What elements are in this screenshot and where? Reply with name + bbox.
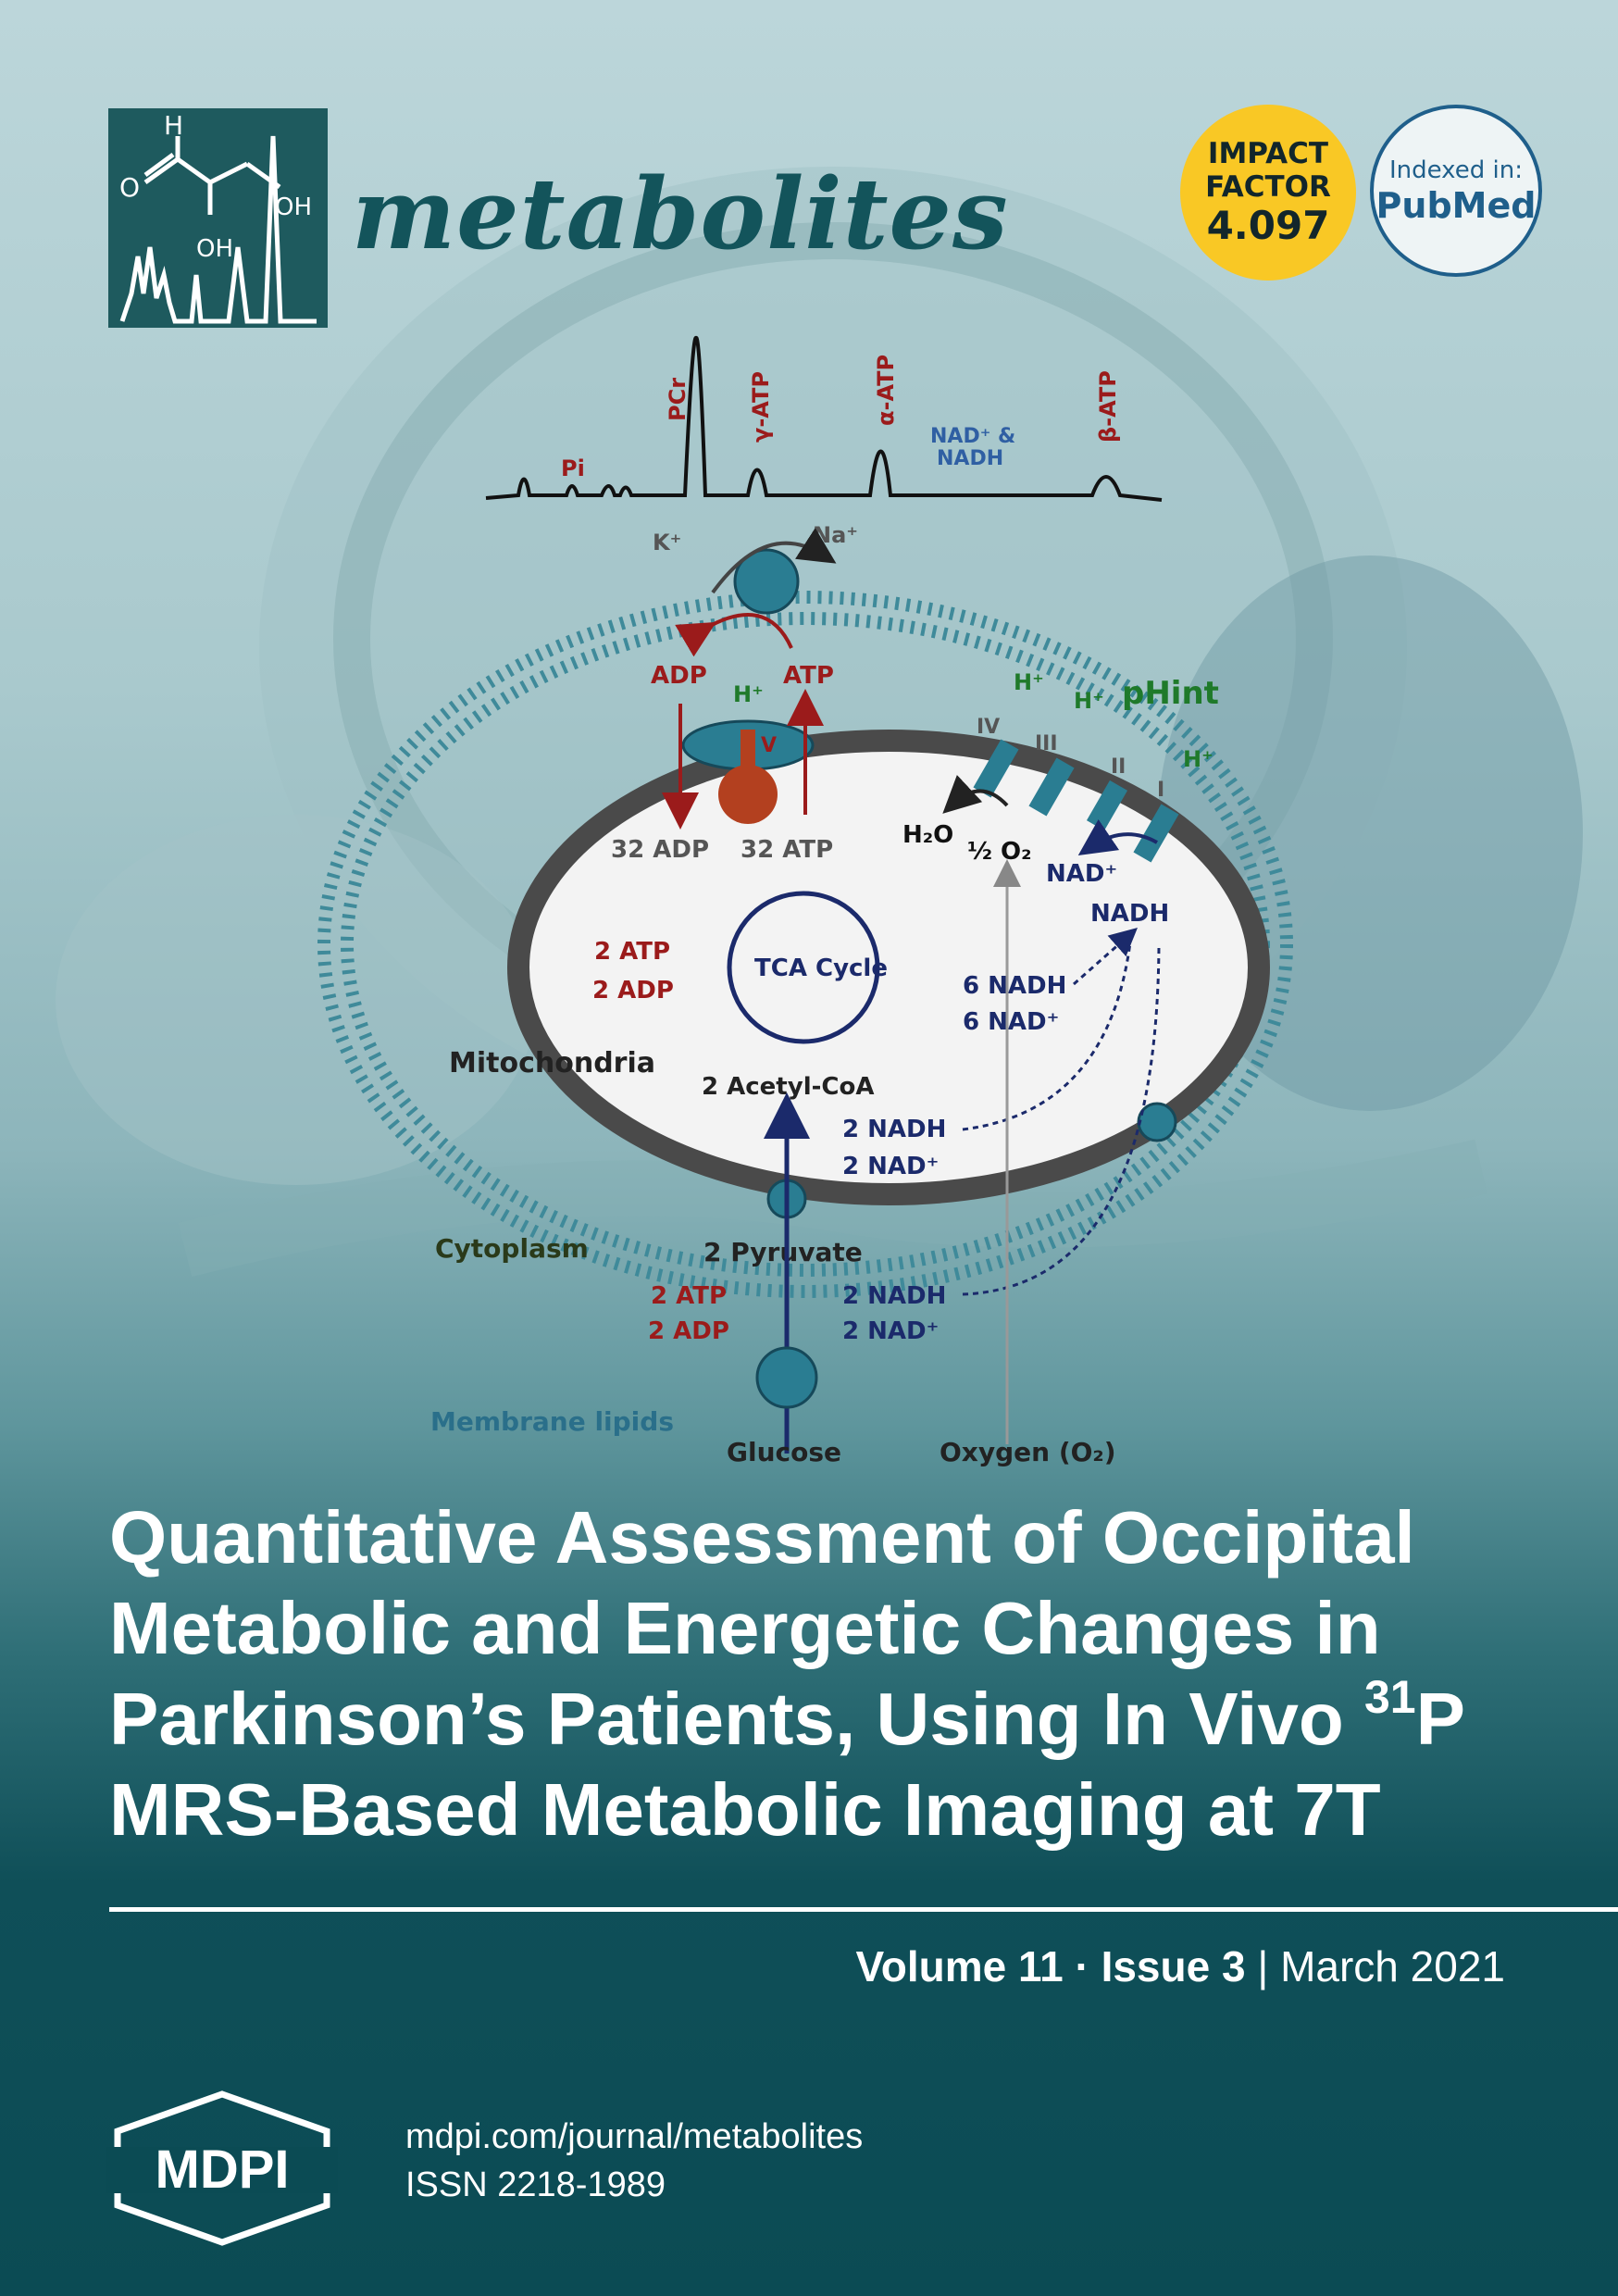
gly-atp-label: 2 ATP — [651, 1282, 727, 1310]
beta-atp-label: β-ATP — [1095, 370, 1121, 443]
pyruvate-label: 2 Pyruvate — [703, 1237, 863, 1267]
gly-adp-label: 2 ADP — [648, 1317, 729, 1345]
atp32-label: 32 ATP — [741, 836, 833, 864]
issue-info: Volume 11 · Issue 3 | March 2021 — [856, 1941, 1505, 1991]
date-separator: | — [1245, 1942, 1281, 1990]
pdh-nadh-label: 2 NADH — [842, 1116, 946, 1143]
mitochondria-label: Mitochondria — [449, 1047, 655, 1079]
tca-nadh-label: 6 NADH — [963, 972, 1066, 1000]
article-title: Quantitative Assessment of Occipital Met… — [109, 1492, 1553, 1855]
mitochondria-outline — [507, 730, 1270, 1205]
alpha-atp-label: α-ATP — [873, 355, 899, 426]
title-line-4: MRS-Based Metabolic Imaging at 7T — [109, 1768, 1381, 1851]
molecule-icon: H O OH OH — [119, 110, 317, 324]
svg-text:H: H — [164, 110, 183, 141]
gly-nad-label: 2 NAD⁺ — [842, 1317, 939, 1345]
gly-nadh-label: 2 NADH — [842, 1282, 946, 1310]
hplus-2-label: H⁺ — [1074, 688, 1104, 714]
title-line-3: Parkinson’s Patients, Using In Vivo 31P — [109, 1674, 1553, 1765]
title-superscript: 31 — [1363, 1671, 1416, 1723]
impact-factor-badge: IMPACT FACTOR 4.097 — [1180, 105, 1356, 281]
membrane-lipids-label: Membrane lipids — [430, 1406, 674, 1437]
journal-logo: H O OH OH — [108, 108, 328, 328]
svg-text:OH: OH — [275, 193, 312, 221]
factor-label: FACTOR — [1205, 170, 1331, 204]
nadplus-etc-label: NAD⁺ — [1046, 860, 1117, 888]
cell-membrane — [317, 591, 1293, 1298]
title-line-3-text: Parkinson’s Patients, Using In Vivo — [109, 1678, 1364, 1760]
pi-label: Pi — [561, 455, 585, 481]
pubmed-label: PubMed — [1375, 185, 1537, 226]
title-line-3-end: P — [1415, 1678, 1465, 1760]
nad-nadh-label-2: NADH — [937, 447, 1003, 470]
impact-value: 4.097 — [1206, 203, 1330, 248]
complex-iv — [973, 739, 1019, 798]
na-label: Na⁺ — [813, 522, 858, 548]
hplus-v-label: H⁺ — [733, 681, 764, 707]
journal-name: metabolites — [352, 156, 1009, 271]
complex-iv-label: IV — [977, 716, 1000, 739]
tca-adp-label: 2 ADP — [592, 977, 674, 1004]
tca-cycle-label: TCA Cycle — [754, 955, 888, 982]
complex-ii-label: II — [1111, 755, 1126, 779]
complex-ii — [1086, 780, 1128, 831]
na-k-pump — [733, 548, 800, 615]
complex-i-label: I — [1157, 779, 1164, 802]
impact-label: IMPACT — [1207, 137, 1329, 170]
glucose-transporter — [755, 1346, 818, 1409]
complex-iii — [1028, 757, 1075, 817]
tca-cycle-ring — [727, 891, 880, 1044]
indexed-label: Indexed in: — [1388, 156, 1523, 184]
issue-separator: · — [1063, 1942, 1101, 1990]
nadh-etc-label: NADH — [1090, 900, 1169, 928]
date-label: March 2021 — [1280, 1942, 1505, 1990]
k-label: K⁺ — [653, 530, 681, 555]
gamma-atp-label: γ-ATP — [748, 371, 774, 443]
mdpi-logo: MDPI — [106, 2090, 338, 2246]
phint-label: pHint — [1122, 675, 1219, 712]
title-divider — [109, 1907, 1618, 1912]
metabolism-diagram: Pi PCr γ-ATP α-ATP NAD⁺ & NADH β-ATP K⁺ … — [317, 335, 1293, 1467]
complex-v-label: V — [761, 734, 777, 757]
complex-i — [1133, 804, 1179, 863]
glucose-label: Glucose — [727, 1437, 841, 1467]
tca-nad-label: 6 NAD⁺ — [963, 1008, 1059, 1036]
oxygen-label: Oxygen (O₂) — [940, 1437, 1116, 1467]
pdh-nad-label: 2 NAD⁺ — [842, 1153, 939, 1180]
adp-label: ADP — [651, 662, 707, 690]
hplus-3-label: H⁺ — [1183, 746, 1214, 772]
tca-atp-label: 2 ATP — [594, 938, 670, 966]
mdpi-logo-text: MDPI — [156, 2140, 290, 2200]
hplus-1-label: H⁺ — [1014, 669, 1044, 695]
half-o2-label: ½ O₂ — [967, 838, 1031, 866]
title-line-2: Metabolic and Energetic Changes in — [109, 1587, 1381, 1669]
acetyl-coa-label: 2 Acetyl-CoA — [702, 1073, 874, 1101]
pcr-label: PCr — [665, 378, 691, 421]
journal-footer: mdpi.com/journal/metabolites ISSN 2218-1… — [405, 2113, 863, 2209]
issue-label: Issue 3 — [1101, 1942, 1246, 1990]
spectrum-line — [485, 335, 1163, 502]
title-line-1: Quantitative Assessment of Occipital — [109, 1496, 1415, 1578]
h2o-label: H₂O — [902, 821, 953, 849]
issn-label: ISSN 2218-1989 — [405, 2165, 666, 2204]
journal-url[interactable]: mdpi.com/journal/metabolites — [405, 2117, 864, 2156]
atp-label: ATP — [783, 662, 834, 690]
complex-iii-label: III — [1035, 732, 1058, 755]
pubmed-badge: Indexed in: PubMed — [1370, 105, 1542, 277]
cytoplasm-label: Cytoplasm — [435, 1233, 589, 1264]
volume-label: Volume 11 — [855, 1942, 1064, 1990]
svg-text:O: O — [119, 172, 140, 203]
svg-text:OH: OH — [196, 235, 233, 263]
adp32-label: 32 ADP — [611, 836, 709, 864]
nad-nadh-label-1: NAD⁺ & — [930, 425, 1015, 448]
